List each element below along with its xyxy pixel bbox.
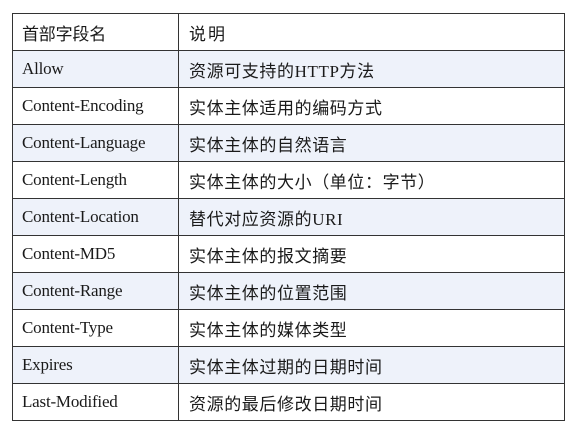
- field-name-cell: Content-Encoding: [12, 87, 179, 125]
- table-row: Content-MD5 实体主体的报文摘要: [12, 235, 565, 273]
- field-name-cell: Content-MD5: [12, 235, 179, 273]
- field-name-cell: Content-Length: [12, 161, 179, 199]
- description-cell: 实体主体的报文摘要: [178, 235, 565, 273]
- column-header-description: 说明: [178, 13, 565, 51]
- table-body: Allow 资源可支持的HTTP方法 Content-Encoding 实体主体…: [12, 50, 565, 421]
- column-header-field-name: 首部字段名: [12, 13, 179, 51]
- table-header: 首部字段名 说明: [12, 13, 565, 51]
- table-header-row: 首部字段名 说明: [12, 13, 565, 51]
- description-cell: 实体主体的大小（单位：字节）: [178, 161, 565, 199]
- description-cell: 资源的最后修改日期时间: [178, 383, 565, 421]
- description-cell: 替代对应资源的URI: [178, 198, 565, 236]
- table-row: Content-Type 实体主体的媒体类型: [12, 309, 565, 347]
- description-cell: 实体主体的位置范围: [178, 272, 565, 310]
- entity-header-table: 首部字段名 说明 Allow 资源可支持的HTTP方法 Content-Enco…: [12, 13, 565, 421]
- description-cell: 实体主体的自然语言: [178, 124, 565, 162]
- field-name-cell: Content-Language: [12, 124, 179, 162]
- description-cell: 实体主体过期的日期时间: [178, 346, 565, 384]
- field-name-cell: Content-Location: [12, 198, 179, 236]
- field-name-cell: Expires: [12, 346, 179, 384]
- table-row: Content-Location 替代对应资源的URI: [12, 198, 565, 236]
- field-name-cell: Allow: [12, 50, 179, 88]
- field-name-cell: Content-Range: [12, 272, 179, 310]
- table-row: Content-Length 实体主体的大小（单位：字节）: [12, 161, 565, 199]
- table-row: Expires 实体主体过期的日期时间: [12, 346, 565, 384]
- table-row: Allow 资源可支持的HTTP方法: [12, 50, 565, 88]
- description-cell: 资源可支持的HTTP方法: [178, 50, 565, 88]
- description-cell: 实体主体适用的编码方式: [178, 87, 565, 125]
- field-name-cell: Last-Modified: [12, 383, 179, 421]
- table-row: Content-Language 实体主体的自然语言: [12, 124, 565, 162]
- table-row: Content-Range 实体主体的位置范围: [12, 272, 565, 310]
- table-row: Content-Encoding 实体主体适用的编码方式: [12, 87, 565, 125]
- field-name-cell: Content-Type: [12, 309, 179, 347]
- description-cell: 实体主体的媒体类型: [178, 309, 565, 347]
- table-row: Last-Modified 资源的最后修改日期时间: [12, 383, 565, 421]
